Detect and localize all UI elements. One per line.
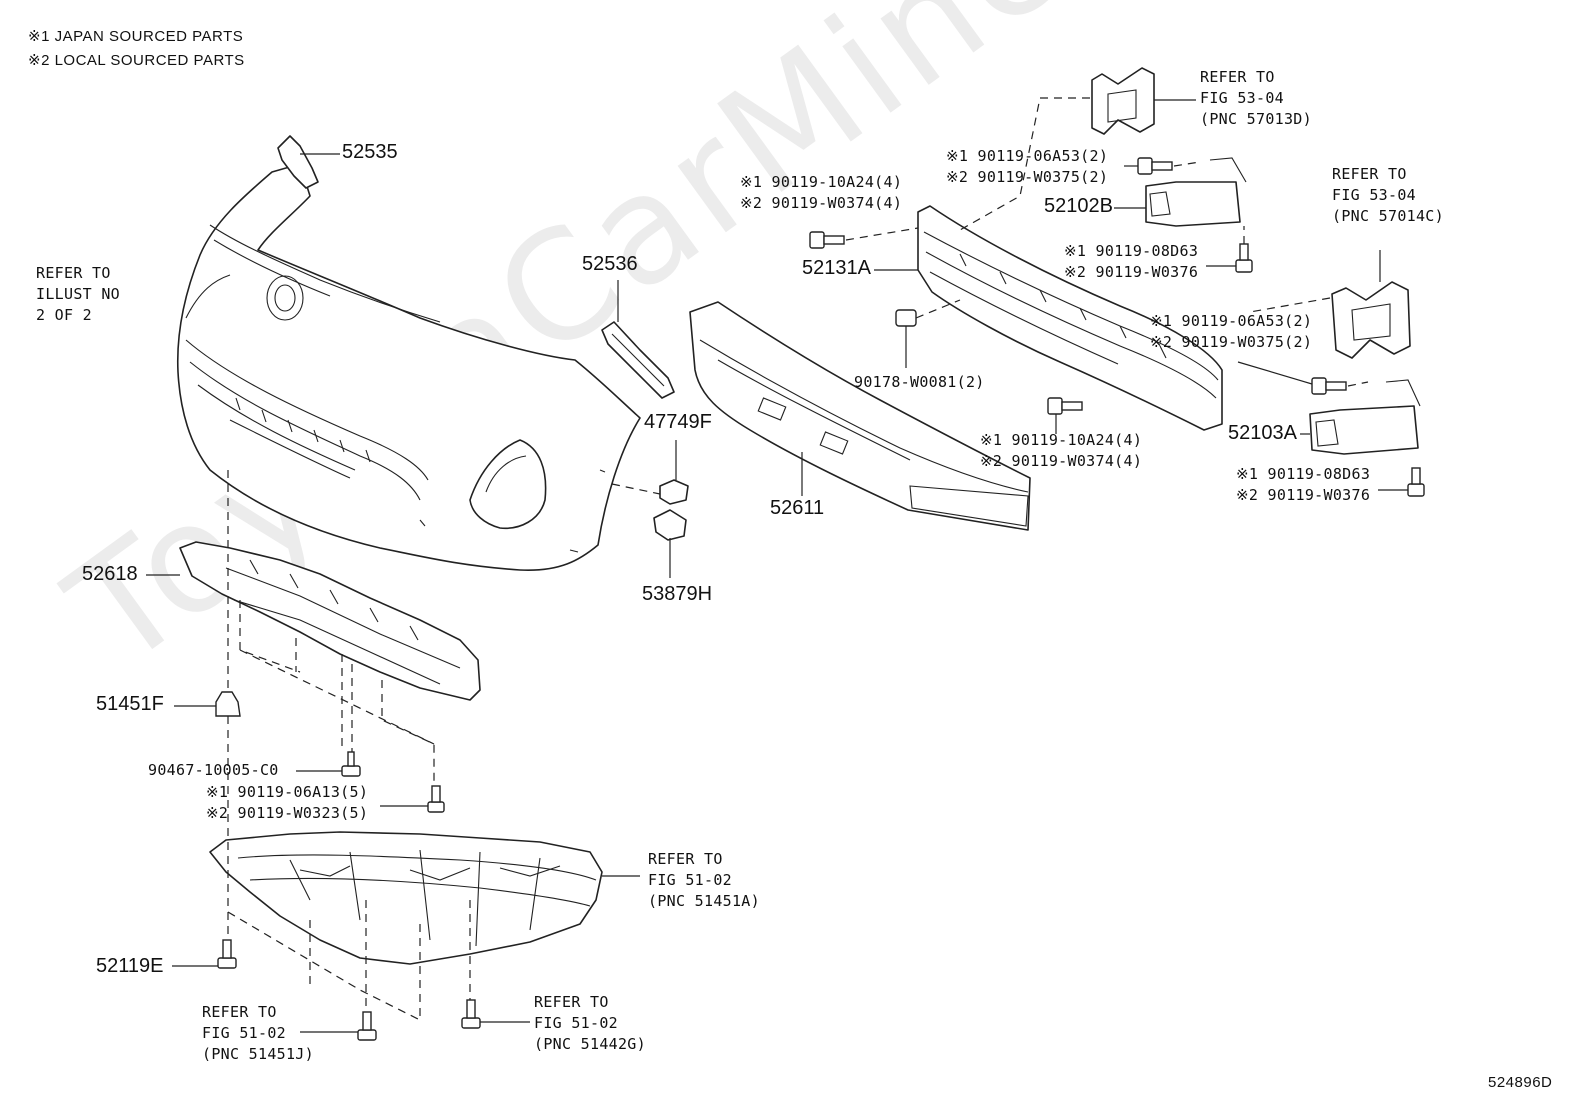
part-52535-illustration: [277, 135, 340, 189]
label-52535[interactable]: 52535: [342, 141, 398, 163]
label-90467[interactable]: 90467-10005-C0: [148, 761, 279, 779]
part-53879H-illustration: [653, 509, 687, 578]
label-51451F[interactable]: 51451F: [96, 693, 164, 715]
label-52131A[interactable]: 52131A: [802, 257, 871, 279]
label-refer-illust[interactable]: REFER TO ILLUST NO 2 OF 2: [36, 264, 120, 324]
lower-undercover-illustration: [209, 831, 640, 965]
bolt-08D63-top: [1206, 226, 1253, 273]
label-bolt-06A53-right[interactable]: ※1 90119-06A53(2) ※2 90119-W0375(2): [1150, 312, 1313, 351]
bolt-06A13: [380, 785, 445, 813]
label-refer-51442G[interactable]: REFER TO FIG 51-02 (PNC 51442G): [534, 993, 646, 1053]
label-bolt-10A24-bottom[interactable]: ※1 90119-10A24(4) ※2 90119-W0374(4): [980, 431, 1143, 470]
bolt-51451J: [300, 1011, 377, 1041]
bumper-cover-illustration: [176, 163, 641, 571]
bolt-06A53-right: [1237, 361, 1369, 395]
label-bolt-08D63-top[interactable]: ※1 90119-08D63 ※2 90119-W0376: [1064, 242, 1199, 281]
label-refer-51451A[interactable]: REFER TO FIG 51-02 (PNC 51451A): [648, 850, 760, 910]
label-refer-57013D[interactable]: REFER TO FIG 53-04 (PNC 57013D): [1200, 68, 1312, 128]
clip-51451F: [174, 691, 241, 717]
rivet-90467: [296, 751, 361, 777]
label-52611[interactable]: 52611: [770, 497, 825, 519]
bolt-52119E: [172, 939, 237, 969]
bolt-51442G: [461, 999, 530, 1029]
part-47749F-illustration: [611, 440, 689, 505]
label-bolt-10A24-top[interactable]: ※1 90119-10A24(4) ※2 90119-W0374(4): [740, 173, 903, 212]
assembly-guide-lines: [227, 470, 471, 1021]
part-52102B-crashbox-illustration: [1114, 157, 1247, 227]
side-member-bracket-top-illustration: [959, 67, 1196, 231]
label-52536[interactable]: 52536: [582, 253, 638, 275]
label-53879H[interactable]: 53879H: [642, 583, 713, 605]
legend-japan-sourced: ※1 JAPAN SOURCED PARTS: [28, 28, 244, 45]
bolt-08D63-bottom: [1378, 467, 1425, 497]
label-refer-57014C[interactable]: REFER TO FIG 53-04 (PNC 57014C): [1332, 165, 1444, 225]
label-bolt-06A53-top[interactable]: ※1 90119-06A53(2) ※2 90119-W0375(2): [946, 147, 1109, 186]
part-52618-cover-illustration: [146, 541, 481, 701]
label-52618[interactable]: 52618: [82, 563, 138, 585]
part-52536-illustration: [601, 280, 675, 399]
part-52611-absorber-illustration: [689, 301, 1031, 531]
label-90178[interactable]: 90178-W0081(2): [854, 373, 985, 391]
label-52119E[interactable]: 52119E: [96, 955, 164, 977]
bolt-10A24-top: [809, 227, 919, 249]
label-47749F[interactable]: 47749F: [644, 411, 712, 433]
part-52103A-crashbox-illustration: [1300, 379, 1421, 455]
label-bolt-06A13[interactable]: ※1 90119-06A13(5) ※2 90119-W0323(5): [206, 783, 369, 822]
label-refer-51451J[interactable]: REFER TO FIG 51-02 (PNC 51451J): [202, 1003, 314, 1063]
label-52103A[interactable]: 52103A: [1228, 422, 1297, 444]
side-member-bracket-right-illustration: [1249, 250, 1411, 359]
label-bolt-08D63-bottom[interactable]: ※1 90119-08D63 ※2 90119-W0376: [1236, 465, 1371, 504]
nut-90178: [895, 299, 961, 368]
label-52102B[interactable]: 52102B: [1044, 195, 1113, 217]
bolt-06A53-top: [1124, 157, 1201, 175]
bolt-fasteners: [172, 157, 1425, 1041]
illustration-id: 524896D: [1488, 1074, 1553, 1091]
bolt-10A24-bottom: [1047, 397, 1083, 434]
part-52131A-reinforcement-illustration: [874, 205, 1223, 431]
legend-local-sourced: ※2 LOCAL SOURCED PARTS: [28, 52, 245, 69]
